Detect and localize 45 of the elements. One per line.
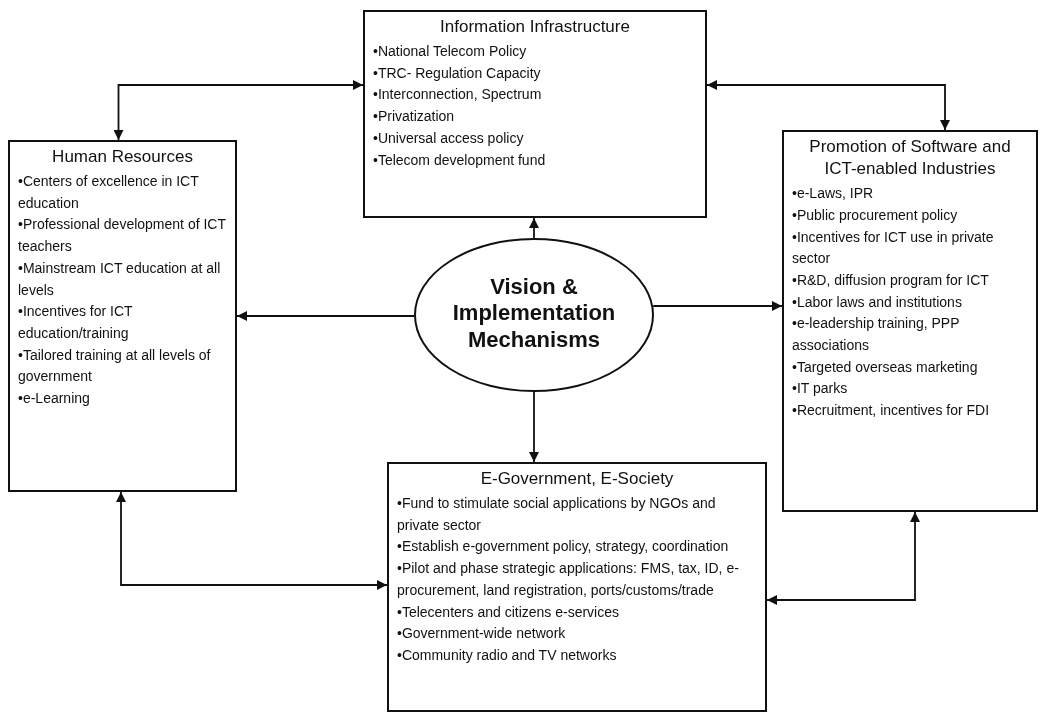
arrow — [116, 491, 388, 590]
bullet-item: •Universal access policy — [373, 128, 525, 148]
bullet-item: •Privatization — [373, 107, 456, 127]
bullet-item: •Mainstream ICT education at all levels — [18, 258, 222, 300]
bullet-item: •Labor laws and institutions — [792, 292, 963, 312]
bullet-item: •IT parks — [792, 379, 849, 399]
box-heading: Information Infrastructure — [439, 16, 631, 38]
bullet-item: •Government-wide network — [397, 624, 567, 644]
bullet-item: •Fund to stimulate social applications by NGOs and private sector — [397, 494, 717, 535]
bullet-item: •e-leadership training, PPP associations — [792, 314, 961, 355]
bullet-item: •Professional development of ICT teachers — [18, 215, 227, 257]
bullet-item: •Telecom development fund — [373, 150, 547, 170]
arrow — [529, 217, 539, 239]
topic-box — [8, 140, 237, 492]
topic-box — [782, 130, 1038, 512]
bullet-item: •Incentives for ICT education/training — [18, 302, 134, 343]
bullet-item: •R&D, diffusion program for ICT — [792, 270, 990, 290]
arrow — [529, 391, 539, 463]
box-heading: Human Resources — [51, 146, 194, 168]
bullet-item: •Interconnection, Spectrum — [373, 85, 543, 105]
bullet-item: •Centers of excellence in ICT education — [18, 172, 200, 213]
bullet-item: •Pilot and phase strategic applications: FMS, tax, ID, e-procurement, land registration, ports/customs/trade — [397, 559, 740, 600]
bullet-item: •Telecenters and citizens e-services — [397, 602, 620, 622]
bullet-item: •e-Learning — [18, 388, 91, 408]
arrow — [652, 301, 783, 311]
bullet-item: •Recruitment, incentives for FDI — [792, 401, 991, 421]
arrow — [706, 80, 950, 131]
arrow — [766, 511, 920, 605]
bullet-item: •e-Laws, IPR — [792, 184, 875, 204]
bullet-item: •Tailored training at all levels of government — [18, 345, 212, 387]
arrow — [113, 80, 364, 141]
topic-box — [387, 462, 767, 712]
bullet-item: •Establish e-government policy, strategy, coordination — [397, 537, 730, 557]
bullet-item: •TRC- Regulation Capacity — [373, 63, 542, 83]
bullet-item: •Public procurement policy — [792, 205, 959, 225]
bullet-item: •National Telecom Policy — [373, 42, 528, 62]
bullet-item: •Community radio and TV networks — [397, 645, 618, 665]
box-heading: E-Government, E-Society — [479, 468, 675, 490]
vision-ellipse — [414, 238, 654, 392]
box-heading: Promotion of Software and ICT-enabled Industries — [808, 136, 1012, 181]
bullet-item: •Incentives for ICT use in private sector — [792, 227, 995, 269]
topic-box — [363, 10, 707, 218]
bullet-item: •Targeted overseas marketing — [792, 357, 979, 377]
center-title: Vision & Implementation Mechanisms — [451, 273, 617, 354]
arrow — [236, 311, 415, 321]
